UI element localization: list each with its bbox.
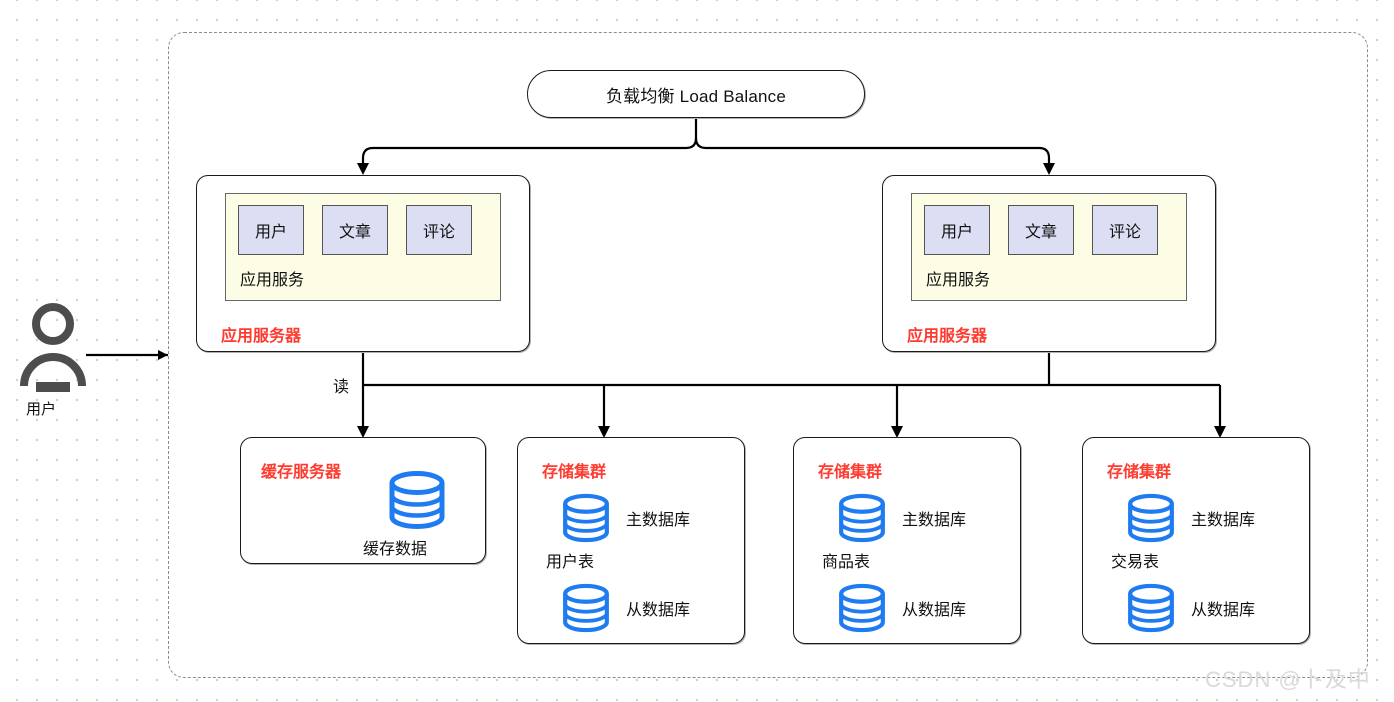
database-icon (839, 493, 885, 543)
module-row-2: 用户 文章 评论 (924, 205, 1158, 255)
storage-cluster-title-2: 存储集群 (818, 464, 883, 481)
database-icon (839, 583, 885, 633)
slave-db-row-1: 从数据库 (560, 583, 690, 633)
database-icon (563, 493, 609, 543)
slave-db-label-2: 从数据库 (902, 602, 967, 619)
storage-cluster-node-2[interactable]: 存储集群 主数据库 商品表 从数据库 (793, 437, 1021, 644)
load-balance-node[interactable]: 负载均衡 Load Balance (527, 70, 865, 118)
storage-cluster-node-1[interactable]: 存储集群 主数据库 用户表 从数据库 (517, 437, 745, 644)
arrowhead-user (158, 350, 168, 360)
slave-db-row-2: 从数据库 (836, 583, 966, 633)
watermark: CSDN @卜及中 (1205, 667, 1371, 692)
load-balance-label: 负载均衡 Load Balance (605, 86, 787, 106)
app-server-title-1: 应用服务器 (221, 328, 302, 345)
module-comment-1[interactable]: 评论 (406, 205, 472, 255)
person-icon (20, 303, 86, 392)
database-icon (1128, 493, 1174, 543)
database-icon (563, 583, 609, 633)
database-icon (1128, 583, 1174, 633)
user-actor (18, 300, 88, 402)
cache-database-icon-wrap (386, 470, 448, 530)
app-server-node-2[interactable]: 用户 文章 评论 应用服务 应用服务器 (882, 175, 1216, 352)
cache-data-label: 缓存数据 (363, 541, 428, 558)
database-icon (389, 471, 445, 529)
table-label-2: 商品表 (822, 554, 871, 571)
app-service-caption-1: 应用服务 (240, 272, 305, 289)
slave-db-row-3: 从数据库 (1125, 583, 1255, 633)
slave-db-label-3: 从数据库 (1191, 602, 1256, 619)
app-server-node-1[interactable]: 用户 文章 评论 应用服务 应用服务器 (196, 175, 530, 352)
module-user-2[interactable]: 用户 (924, 205, 990, 255)
master-db-row-2: 主数据库 (836, 493, 966, 543)
module-user-1[interactable]: 用户 (238, 205, 304, 255)
app-server-title-2: 应用服务器 (907, 328, 988, 345)
edge-label-read: 读 (333, 379, 350, 396)
master-db-row-1: 主数据库 (560, 493, 690, 543)
slave-db-label-1: 从数据库 (626, 602, 691, 619)
cache-server-title: 缓存服务器 (261, 464, 342, 481)
module-article-2[interactable]: 文章 (1008, 205, 1074, 255)
module-comment-2[interactable]: 评论 (1092, 205, 1158, 255)
table-label-3: 交易表 (1111, 554, 1160, 571)
master-db-row-3: 主数据库 (1125, 493, 1255, 543)
cache-server-node[interactable]: 缓存服务器 缓存数据 (240, 437, 486, 564)
master-db-label-2: 主数据库 (902, 512, 967, 529)
app-service-caption-2: 应用服务 (926, 272, 991, 289)
app-service-panel-2: 用户 文章 评论 应用服务 (911, 193, 1187, 301)
app-service-panel-1: 用户 文章 评论 应用服务 (225, 193, 501, 301)
user-actor-label: 用户 (26, 401, 57, 418)
storage-cluster-title-1: 存储集群 (542, 464, 607, 481)
module-row-1: 用户 文章 评论 (238, 205, 472, 255)
master-db-label-3: 主数据库 (1191, 512, 1256, 529)
master-db-label-1: 主数据库 (626, 512, 691, 529)
storage-cluster-title-3: 存储集群 (1107, 464, 1172, 481)
storage-cluster-node-3[interactable]: 存储集群 主数据库 交易表 从数据库 (1082, 437, 1310, 644)
table-label-1: 用户表 (546, 554, 595, 571)
module-article-1[interactable]: 文章 (322, 205, 388, 255)
